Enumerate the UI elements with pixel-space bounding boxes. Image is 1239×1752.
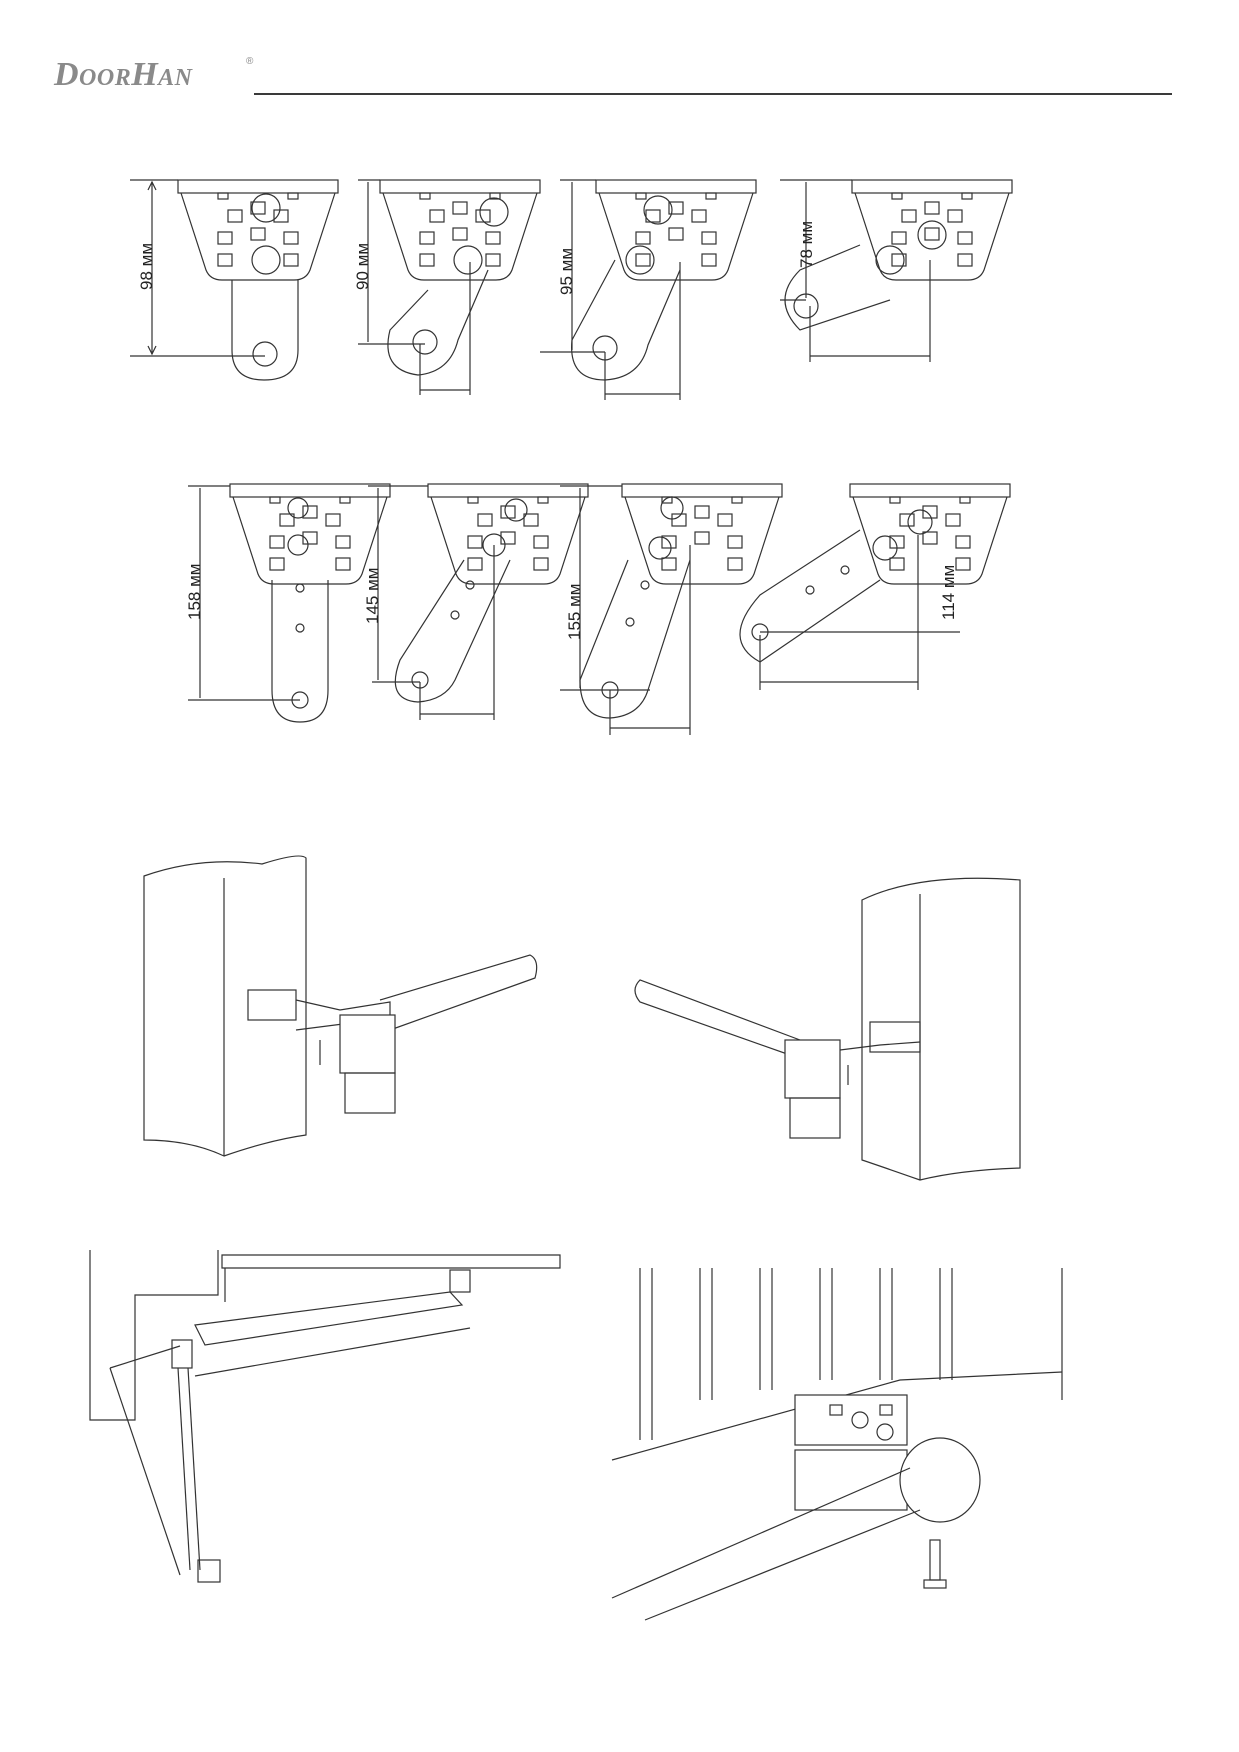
bracket-row1-4 xyxy=(780,179,1013,362)
post-mount-left xyxy=(143,855,538,1157)
dim-114: 114 мм xyxy=(939,565,958,620)
bracket-row1-2 xyxy=(358,179,541,395)
dim-90: 90 мм xyxy=(353,243,372,290)
dim-98: 98 мм xyxy=(137,243,156,290)
gate-top-view xyxy=(89,1250,561,1583)
registered-mark: ® xyxy=(246,56,254,67)
dim-158: 158 мм xyxy=(185,564,204,620)
doorhan-logo: DoorHan ® xyxy=(54,56,253,93)
bracket-row1-1 xyxy=(130,179,339,381)
logo-text: DoorHan xyxy=(54,56,193,93)
header-rule xyxy=(254,93,1172,95)
post-mount-right xyxy=(634,877,1021,1181)
dim-95: 95 мм xyxy=(557,248,576,295)
bracket-row1-3 xyxy=(540,179,757,400)
dim-155: 155 мм xyxy=(565,584,584,640)
dim-145: 145 мм xyxy=(363,568,382,624)
bracket-row2-4 xyxy=(739,483,1011,690)
dim-78: 78 мм xyxy=(797,221,816,268)
bracket-row2-3 xyxy=(560,483,783,735)
bracket-row2-2 xyxy=(368,483,589,720)
bracket-row2-1 xyxy=(188,483,391,723)
bracket-closeup xyxy=(611,1268,1063,1621)
